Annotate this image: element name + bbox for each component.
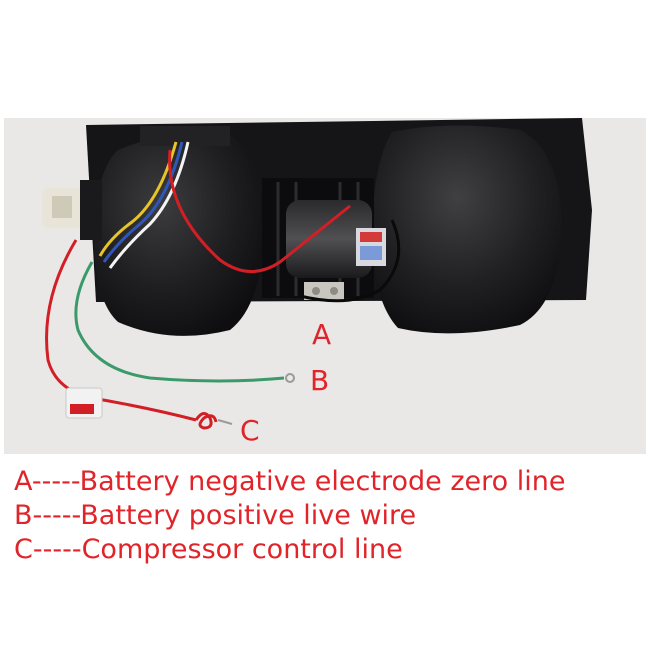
wire-harness-yellow xyxy=(98,141,178,257)
red-motor-wire xyxy=(168,149,351,273)
legend-line-b: B-----Battery positive live wire xyxy=(14,500,417,531)
legend: A-----Battery negative electrode zero li… xyxy=(14,466,565,566)
coiled-wire-end xyxy=(194,412,218,430)
blower-motor-photo: A B C xyxy=(4,118,646,454)
motor-body xyxy=(286,200,372,278)
legend-line-c: C-----Compressor control line xyxy=(14,534,403,565)
photo-label-c: C xyxy=(240,414,260,447)
wire-harness-white xyxy=(108,141,190,269)
photo-label-a: A xyxy=(312,318,331,351)
wire-harness-blue xyxy=(102,141,184,263)
right-blower-housing xyxy=(372,125,562,334)
red-control-wire xyxy=(45,239,197,422)
photo-label-b: B xyxy=(310,364,329,397)
legend-line-a: A-----Battery negative electrode zero li… xyxy=(14,466,566,497)
black-motor-wire xyxy=(299,219,401,303)
side-connector-plug xyxy=(42,180,102,240)
top-connector xyxy=(140,126,230,146)
green-wire-terminal xyxy=(285,373,295,383)
left-blower-housing xyxy=(94,133,264,336)
terminal-bracket xyxy=(304,282,344,300)
green-wire xyxy=(74,261,285,383)
